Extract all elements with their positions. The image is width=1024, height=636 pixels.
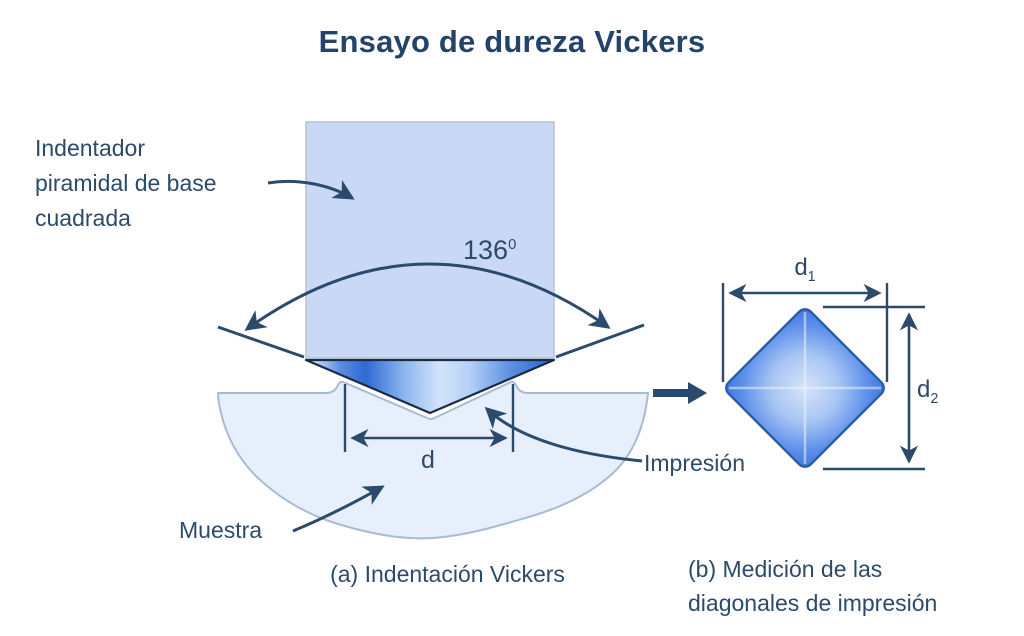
indenter-body-rect [305, 121, 555, 359]
sample-pointer-arrow [292, 485, 385, 533]
d2-subscript: 2 [930, 390, 939, 407]
d2-dimension-label: d2 [917, 376, 938, 407]
angle-degree-sup: 0 [508, 237, 517, 253]
impression-label: Impresión [644, 450, 745, 476]
angle-value-label: 1360 [463, 235, 516, 266]
page-title: Ensayo de dureza Vickers [318, 24, 706, 59]
sample-shape [217, 380, 649, 540]
impression-pointer-arrow [484, 406, 643, 463]
caption-b-line1: (b) Medición de las [688, 556, 883, 582]
indenter-tip-triangle [304, 358, 556, 415]
indenter-pointer-arrow [267, 179, 355, 200]
d2-base: d [917, 376, 931, 403]
d1-base: d [794, 254, 808, 281]
angle-arc-arrow [244, 262, 611, 331]
indenter-label-line2: piramidal de base [35, 170, 217, 196]
right-arrow-icon [653, 382, 707, 404]
indenter-label-line3: cuadrada [35, 205, 131, 231]
d1-dimension-label: d1 [783, 254, 827, 285]
caption-b-line2: diagonales de impresión [688, 590, 938, 616]
angle-face-line-right [555, 323, 645, 359]
sample-label: Muestra [179, 517, 263, 543]
angle-face-line-left [217, 325, 305, 359]
angle-value: 136 [463, 235, 509, 265]
indenter-label: Indentador piramidal de base cuadrada [35, 131, 295, 236]
d-dimension-label: d [421, 446, 435, 474]
d1-subscript: 1 [807, 268, 816, 285]
caption-b: (b) Medición de las diagonales de impres… [688, 552, 1018, 620]
caption-a: (a) Indentación Vickers [330, 561, 565, 587]
indenter-label-line1: Indentador [35, 135, 145, 161]
